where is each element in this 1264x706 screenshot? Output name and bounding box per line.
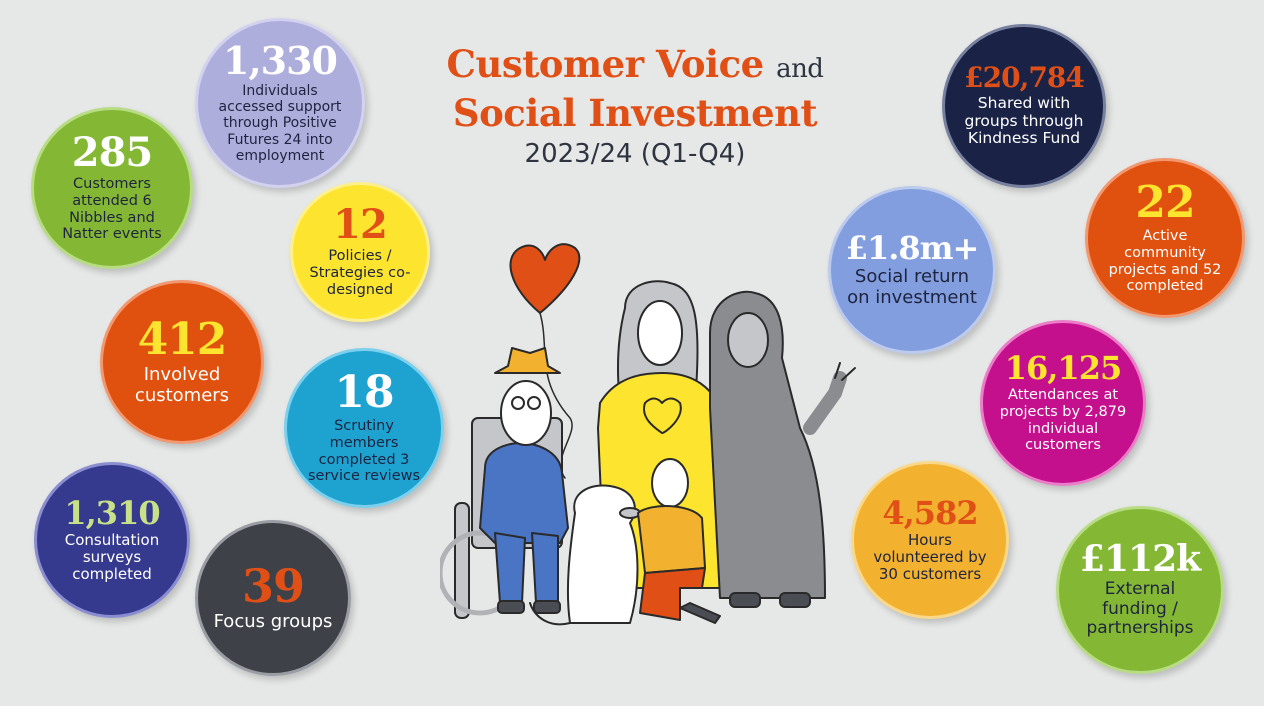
stat-value: 16,125 xyxy=(1004,349,1122,388)
stat-label: Social return on investment xyxy=(847,265,977,308)
stat-value: 1,310 xyxy=(64,493,160,532)
stat-value: £20,784 xyxy=(964,60,1085,94)
heart-balloon-icon xyxy=(509,243,581,314)
stat-label: Scrutiny members completed 3 service rev… xyxy=(307,418,421,485)
stat-value: 12 xyxy=(333,201,388,249)
stat-label: Consultation surveys completed xyxy=(64,530,160,584)
stat-value: 4,582 xyxy=(882,493,978,532)
stat-value: 412 xyxy=(137,313,228,365)
stat-label: Shared with groups through Kindness Fund xyxy=(964,93,1084,148)
title-social-investment: Social Investment xyxy=(452,91,818,135)
title-block: Customer Voice and Social Investment 202… xyxy=(410,42,860,169)
title-and: and xyxy=(776,54,824,84)
stat-label: Policies / Strategies co-designed xyxy=(309,248,411,298)
stat-label: Hours volunteered by 30 customers xyxy=(873,530,987,584)
stat-value: 1,330 xyxy=(223,38,338,84)
stat-label: Focus groups xyxy=(213,611,333,633)
stat-label: Attendances at projects by 2,879 individ… xyxy=(999,387,1127,454)
subtitle-period: 2023/24 (Q1-Q4) xyxy=(524,139,746,169)
title-line-1: Customer Voice and xyxy=(410,42,860,91)
stat-label: External funding / partnerships xyxy=(1086,579,1194,639)
stat-label: Active community projects and 52 complet… xyxy=(1108,228,1222,295)
community-group-illustration xyxy=(440,243,856,626)
stat-label: Involved customers xyxy=(134,363,230,406)
stat-value: 18 xyxy=(334,367,394,419)
stat-value: £1.8m+ xyxy=(845,228,980,267)
title-customer-voice: Customer Voice xyxy=(446,42,765,86)
stat-value: 39 xyxy=(241,559,305,614)
stat-value: £112k xyxy=(1079,538,1201,581)
stat-label: Customers attended 6 Nibbles and Natter … xyxy=(62,176,162,243)
stat-label: Individuals accessed support through Pos… xyxy=(218,83,342,164)
stat-value: 22 xyxy=(1135,177,1195,229)
stat-value: 285 xyxy=(71,129,153,177)
stat-circle-sroi: £1.8m+Social return on investment xyxy=(828,186,996,354)
